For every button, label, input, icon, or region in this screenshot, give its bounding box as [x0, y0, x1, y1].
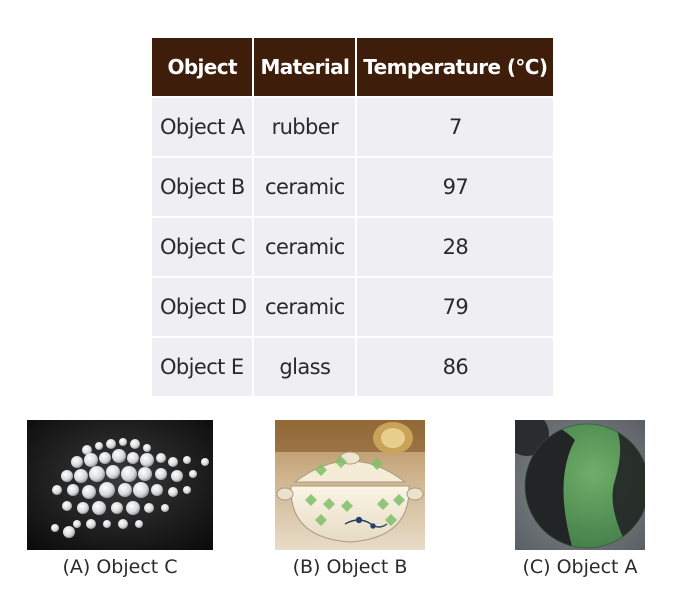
cell-material: ceramic	[253, 156, 358, 217]
rubber-ball-photo	[515, 420, 645, 550]
table-row: Object B ceramic 97	[152, 156, 554, 217]
caption-b: (B) Object B	[292, 556, 408, 578]
cell-material: rubber	[253, 96, 358, 157]
figure-rubber-ball	[515, 420, 645, 550]
cell-material: glass	[253, 336, 358, 396]
cell-material: ceramic	[253, 216, 358, 277]
object-table: Object Material Temperature (°C) Object …	[152, 38, 554, 396]
table-row: Object D ceramic 79	[152, 276, 554, 337]
table-header-row: Object Material Temperature (°C)	[152, 38, 554, 97]
cell-object: Object E	[152, 336, 255, 396]
table-row: Object A rubber 7	[152, 96, 554, 157]
cell-object: Object B	[152, 156, 255, 217]
cell-object: Object A	[152, 96, 255, 157]
ceramic-pot-photo	[275, 420, 425, 550]
figure-ceramic-balls	[27, 420, 213, 550]
cell-temperature: 7	[356, 96, 554, 157]
cell-object: Object D	[152, 276, 255, 337]
cell-temperature: 28	[356, 216, 554, 277]
caption-a: (A) Object C	[62, 556, 178, 578]
cell-material: ceramic	[253, 276, 358, 337]
cell-temperature: 86	[356, 336, 554, 396]
ceramic-balls-photo	[27, 420, 213, 550]
cell-temperature: 79	[356, 276, 554, 337]
ceramic-balls-image	[27, 420, 213, 550]
caption-c: (C) Object A	[522, 556, 638, 578]
cell-object: Object C	[152, 216, 255, 277]
header-material: Material	[253, 38, 358, 97]
header-temperature: Temperature (°C)	[356, 38, 554, 97]
cell-temperature: 97	[356, 156, 554, 217]
table-row: Object E glass 86	[152, 336, 554, 396]
rubber-ball-image	[515, 420, 645, 550]
figure-ceramic-pot	[275, 420, 425, 550]
header-object: Object	[152, 38, 255, 97]
table-row: Object C ceramic 28	[152, 216, 554, 277]
ceramic-pot-image	[275, 420, 425, 550]
